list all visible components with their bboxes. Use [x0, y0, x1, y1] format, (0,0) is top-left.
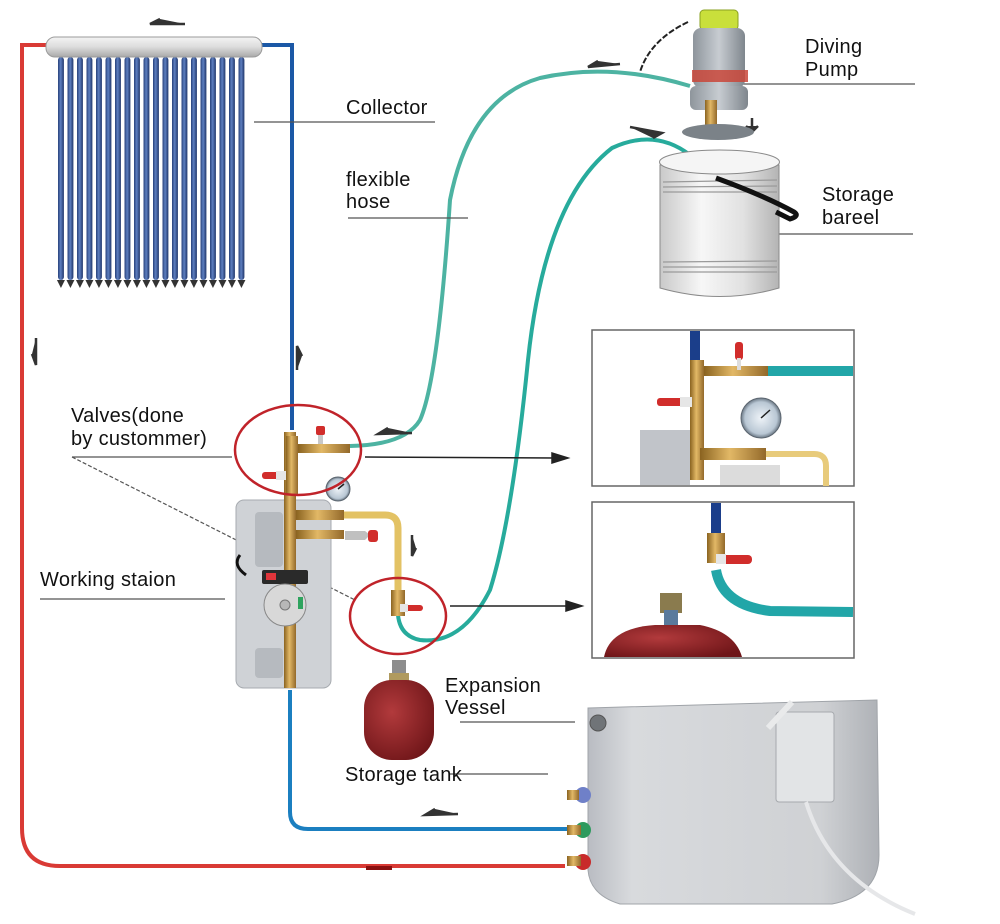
collector-tube: [162, 57, 169, 280]
collector-tube: [143, 57, 150, 280]
collector-tube-tip: [199, 280, 208, 288]
label-flexible-hose-line1: flexible: [346, 169, 411, 191]
valve-lower: [391, 590, 423, 616]
collector-header: [45, 36, 263, 58]
arrow-yellow-down-icon: [410, 535, 418, 557]
control-box: [775, 711, 835, 803]
collector-tube: [200, 57, 207, 280]
arrow-pump-out-icon: [587, 59, 621, 69]
arrow-tank-out-icon: [420, 807, 459, 817]
storage-tank: [567, 699, 916, 916]
collector-tube: [105, 57, 112, 280]
collector-tube: [134, 57, 140, 280]
collector-tube: [58, 57, 64, 280]
collector-tube-tip: [170, 280, 179, 288]
collector-tube: [153, 57, 159, 280]
highlight-circle-upper: [233, 403, 363, 497]
solar-collector: [45, 36, 263, 288]
collector-tube: [191, 57, 197, 280]
barrel-handle: [715, 175, 799, 222]
cold-pipe-station-to-tank: [288, 690, 570, 831]
collector-tube-tip: [85, 280, 94, 288]
flow-arrows: [30, 17, 759, 870]
storage-barrel: [659, 149, 799, 297]
collector-tube-tip: [218, 280, 227, 288]
label-valves-line2: by custommer): [71, 428, 208, 450]
label-storage-barrel-line1: Storage: [822, 184, 895, 206]
collector-tube: [181, 57, 188, 280]
collector-tube-tip: [75, 280, 84, 288]
collector-tube-tip: [104, 280, 113, 288]
valve-assembly-upper: [262, 426, 350, 494]
collector-tube-tip: [56, 280, 65, 288]
collector-tube-tip: [237, 280, 246, 288]
label-expansion-vessel-line1: Expansion: [445, 675, 542, 697]
collector-tube: [172, 57, 178, 280]
collector-tube-tip: [161, 280, 170, 288]
hot-pipe: [20, 43, 565, 868]
collector-tube: [124, 57, 131, 280]
collector-tube: [86, 57, 93, 280]
collector-tube-tip: [180, 280, 189, 288]
arrow-blue-up-icon: [295, 345, 304, 370]
label-diving-pump-line2: Pump: [805, 59, 859, 81]
collector-tube-tip: [94, 280, 103, 288]
working-station: [235, 432, 378, 689]
collector-tube-tip: [132, 280, 141, 288]
arrow-hose-in-icon: [373, 426, 413, 436]
flexible-hose-pump-out: [349, 69, 691, 448]
expansion-vessel: [364, 660, 434, 760]
collector-tube: [219, 57, 226, 280]
collector-tube-tip: [189, 280, 198, 288]
arrow-left-up-icon: [30, 338, 38, 366]
cold-pipe-collector-to-station: [260, 43, 294, 430]
arrow-top-left-icon: [149, 17, 185, 26]
arrow-barrel-in-icon: [629, 125, 666, 140]
collector-tubes: [56, 57, 246, 288]
flexible-hose-barrel-in: [396, 137, 692, 643]
collector-tube: [210, 57, 216, 280]
label-expansion-vessel-line2: Vessel: [445, 697, 506, 719]
diving-pump: [639, 9, 754, 140]
label-valves-line1: Valves(done: [71, 405, 184, 427]
detail-inset-lower: [591, 501, 855, 659]
label-flexible-hose-line2: hose: [346, 191, 391, 213]
collector-tube: [77, 57, 83, 280]
detail-inset-upper: [591, 329, 855, 487]
label-collector: Collector: [346, 97, 428, 119]
inset-pointer-arrows: [364, 451, 585, 613]
label-storage-tank: Storage tank: [345, 764, 463, 786]
collector-tube-tip: [113, 280, 122, 288]
collector-tube: [67, 57, 74, 280]
collector-tube-tip: [227, 280, 236, 288]
collector-tube-tip: [151, 280, 160, 288]
highlight-circle-lower: [348, 576, 448, 656]
collector-tube: [115, 57, 121, 280]
collector-tube: [238, 57, 245, 280]
collector-tube-tip: [142, 280, 151, 288]
collector-tube-tip: [66, 280, 75, 288]
collector-tube: [96, 57, 102, 280]
collector-tube-tip: [123, 280, 132, 288]
collector-tube-tip: [208, 280, 217, 288]
collector-tube: [229, 57, 235, 280]
label-diving-pump-line1: Diving: [805, 36, 863, 58]
label-working-station: Working staion: [40, 569, 177, 591]
label-storage-barrel-line2: bareel: [822, 207, 880, 229]
yellow-hose: [340, 511, 402, 590]
